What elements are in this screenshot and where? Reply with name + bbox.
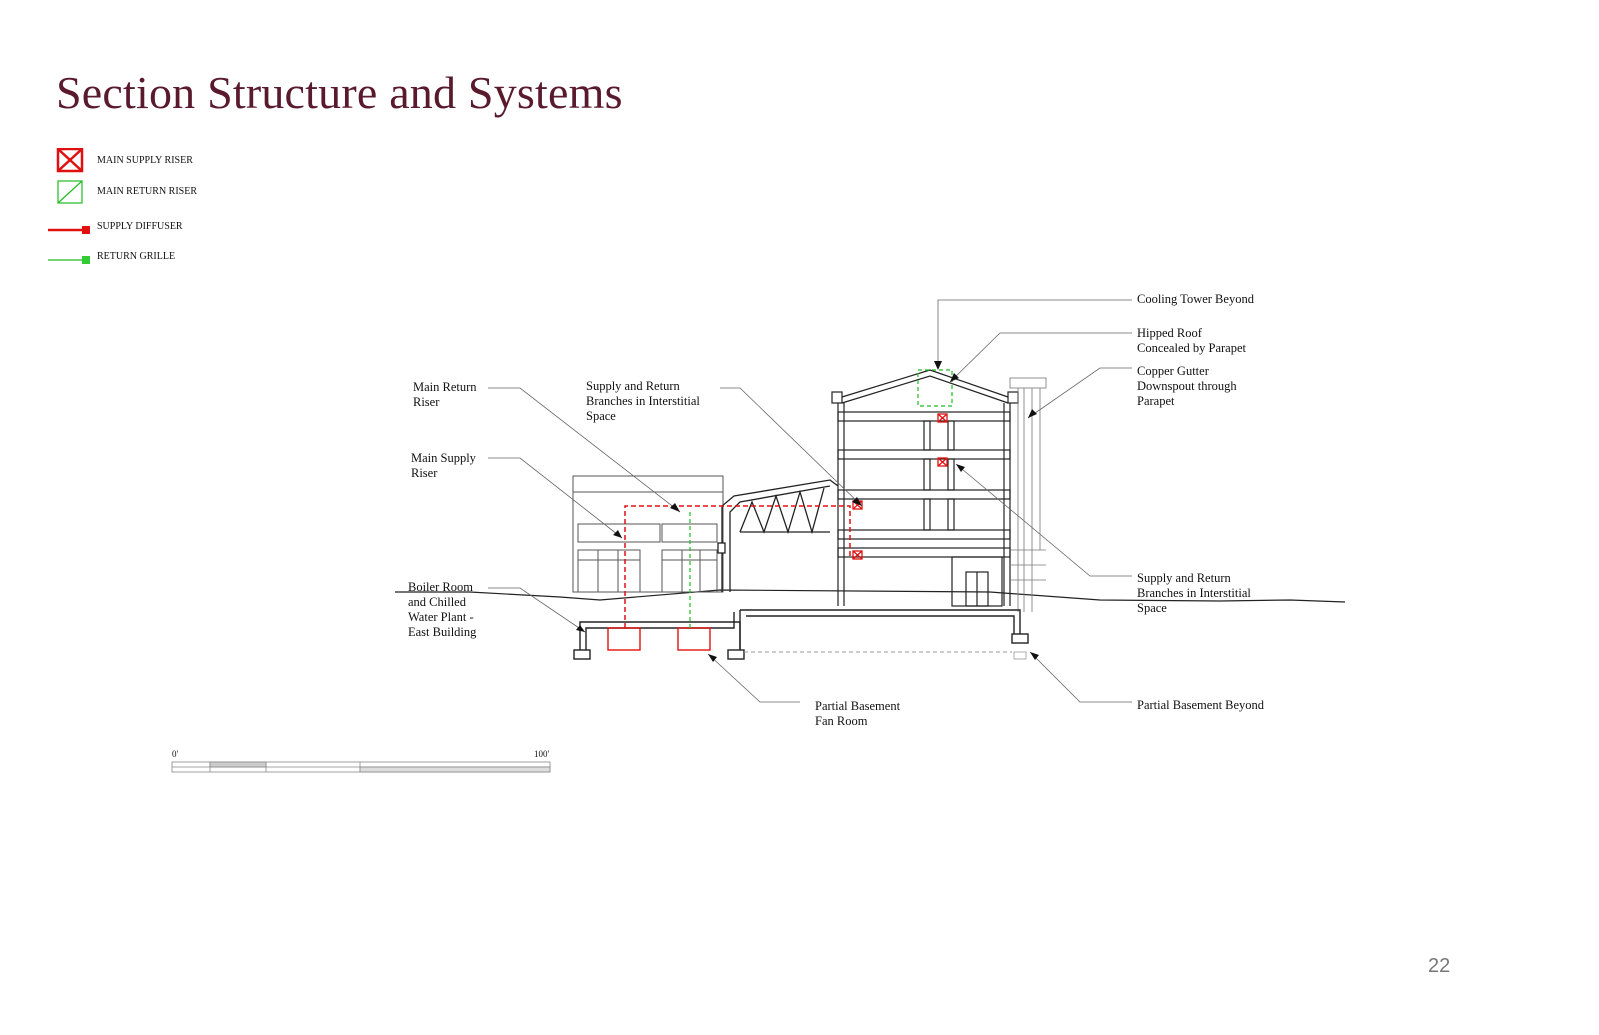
label-boiler-room: Boiler Room and Chilled Water Plant - Ea… <box>408 580 477 639</box>
connector-truss <box>717 479 839 592</box>
return-riser-icon <box>57 180 83 204</box>
scale-start-label: 0' <box>172 749 179 759</box>
east-building <box>572 475 724 593</box>
leader-lines <box>488 299 1132 703</box>
supply-diffuser-icon <box>48 226 90 234</box>
label-main-return-riser: Main Return Riser <box>413 380 477 409</box>
facade-beyond <box>1009 377 1047 612</box>
supply-riser-icon <box>56 148 84 173</box>
legend-item-supply-riser: MAIN SUPPLY RISER <box>48 148 268 174</box>
legend-label: MAIN SUPPLY RISER <box>97 155 193 166</box>
legend-item-return-riser: MAIN RETURN RISER <box>48 180 268 206</box>
label-main-supply-riser: Main Supply Riser <box>411 451 476 480</box>
label-partial-basement-fan-room: Partial Basement Fan Room <box>815 699 901 728</box>
ground-line <box>395 589 1346 603</box>
legend: MAIN SUPPLY RISER MAIN RETURN RISER SUPP… <box>48 148 268 278</box>
page-title: Section Structure and Systems <box>56 67 623 118</box>
label-cooling-tower: Cooling Tower Beyond <box>1137 292 1254 306</box>
scale-end-label: 100' <box>534 749 550 759</box>
return-duct-run <box>689 369 953 628</box>
page-number: 22 <box>1428 955 1451 977</box>
legend-item-supply-diffuser: SUPPLY DIFFUSER <box>48 218 268 244</box>
supply-duct-run <box>624 505 851 628</box>
legend-label: MAIN RETURN RISER <box>97 186 198 197</box>
basement <box>573 609 1029 660</box>
label-supply-return-left: Supply and Return Branches in Interstiti… <box>586 379 700 423</box>
scale-bar <box>171 761 551 773</box>
label-copper-gutter: Copper Gutter Downspout through Parapet <box>1137 364 1237 408</box>
basement-equipment <box>607 627 711 651</box>
label-supply-return-right: Supply and Return Branches in Interstiti… <box>1137 571 1251 615</box>
legend-label: SUPPLY DIFFUSER <box>97 221 183 232</box>
legend-item-return-grille: RETURN GRILLE <box>48 248 268 274</box>
supply-riser-markers <box>852 413 948 560</box>
return-grille-icon <box>48 256 90 264</box>
label-hipped-roof: Hipped Roof Concealed by Parapet <box>1137 326 1246 355</box>
legend-label: RETURN GRILLE <box>97 251 176 262</box>
main-building <box>831 369 1019 607</box>
label-partial-basement-beyond: Partial Basement Beyond <box>1137 698 1265 712</box>
leader-arrowheads <box>576 361 1039 662</box>
